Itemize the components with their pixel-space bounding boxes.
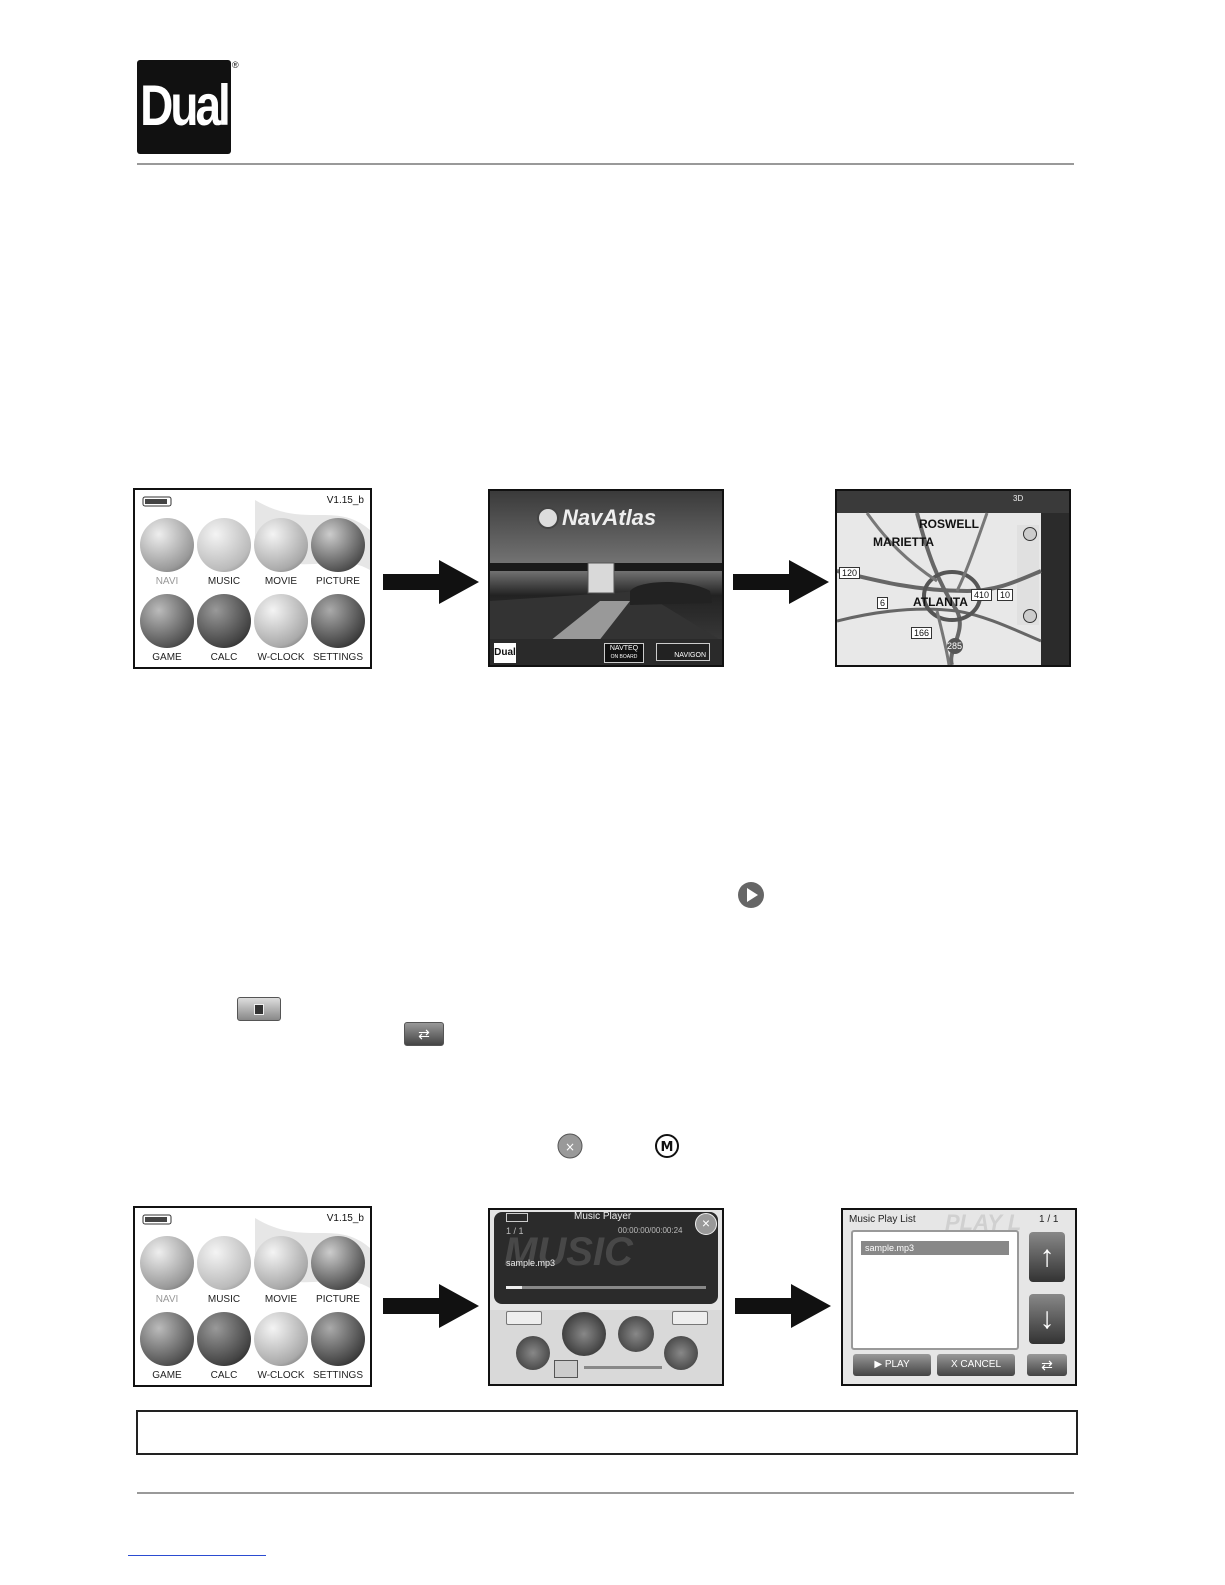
link-underline[interactable] [128,1555,266,1556]
cancel-button[interactable]: X CANCEL [937,1354,1015,1376]
arrow-right-icon [735,1284,831,1328]
music-watermark: MUSIC [504,1230,633,1274]
battery-icon [506,1213,528,1222]
world-clock-icon[interactable] [254,594,308,648]
close-button[interactable]: × [695,1213,717,1235]
track-index: 1 / 1 [506,1226,524,1236]
pause-button[interactable] [672,1311,708,1325]
zoom-in-icon[interactable] [1023,527,1037,541]
music-icon[interactable] [197,1236,251,1290]
map-screen: 3D ROSWELL MARIETTA ATLANTA 120 6 410 10… [835,489,1071,667]
repeat-button[interactable]: ⇄ [1027,1354,1067,1376]
movie-icon[interactable] [254,1236,308,1290]
track-time: 00:00:00/00:00:24 [618,1226,683,1235]
music-label: MUSIC [207,576,241,587]
header-rule [137,163,1074,165]
play-button[interactable]: ▶ PLAY [853,1354,931,1376]
arrow-right-icon [733,560,829,604]
map-place-marietta: MARIETTA [873,535,935,549]
playlist-title: Music Play List [849,1214,916,1225]
route-shield: 120 [839,567,861,579]
movie-icon[interactable] [254,518,308,572]
navatlas-dual-logo: Dual [494,643,516,663]
map-place-roswell: ROSWELL [919,517,979,531]
route-shield: 285 [947,641,963,651]
settings-label: SETTINGS [312,652,363,663]
footer-rule [137,1492,1074,1494]
route-shield: 166 [911,627,933,639]
pause-icon [237,997,281,1021]
repeat-icon: ⇄ [404,1022,444,1046]
map-place-atlanta: ATLANTA [913,595,968,609]
mode-button[interactable] [506,1311,542,1325]
scroll-up-button[interactable]: ↑ [1029,1232,1065,1282]
settings-icon[interactable] [311,1312,365,1366]
svg-text:×: × [565,1140,575,1154]
play-button[interactable] [562,1312,606,1356]
game-label: GAME [152,1370,182,1381]
menu-m-icon: M [655,1134,679,1158]
navatlas-title: NavAtlas [562,505,657,530]
play-icon [738,882,764,908]
version-label: V1.15_b [326,1213,364,1224]
arrow-right-icon [383,560,479,604]
route-shield: 410 [971,589,993,601]
navigon-badge: NAVIGON [656,643,710,661]
svg-text:M: M [661,1140,674,1155]
home-menu-screen: V1.15_b NAVI MUSIC MOVIE PICTURE GAME CA… [133,488,372,669]
home-menu-screen: V1.15_b NAVI MUSIC MOVIE PICTURE GAME CA… [133,1206,372,1387]
game-icon[interactable] [140,594,194,648]
music-label: MUSIC [207,1294,241,1305]
w-clock-label: W-CLOCK [257,1370,305,1381]
navi-icon[interactable] [140,518,194,572]
movie-label: MOVIE [264,1294,298,1305]
next-button[interactable] [664,1336,698,1370]
arrow-right-icon [383,1284,479,1328]
world-clock-icon[interactable] [254,1312,308,1366]
volume-slider[interactable] [584,1366,662,1369]
list-item[interactable]: sample.mp3 [861,1241,1009,1255]
calc-icon[interactable] [197,594,251,648]
mute-button[interactable] [554,1360,578,1378]
picture-label: PICTURE [316,1294,360,1305]
navi-label: NAVI [155,1294,179,1305]
route-shield: 10 [997,589,1014,601]
calc-label: CALC [210,652,238,663]
calc-icon[interactable] [197,1312,251,1366]
playlist-page: 1 / 1 [1039,1214,1059,1225]
dual-logo: Dual [137,60,231,154]
playlist-screen: PLAY L Music Play List 1 / 1 sample.mp3 … [841,1208,1077,1386]
settings-label: SETTINGS [312,1370,363,1381]
picture-label: PICTURE [316,576,360,587]
game-label: GAME [152,652,182,663]
music-player-screen: Music Player MUSIC 1 / 1 00:00:00/00:00:… [488,1208,724,1386]
playlist-list: sample.mp3 [851,1230,1019,1350]
close-icon: × [557,1133,583,1159]
stop-button[interactable] [618,1316,654,1352]
w-clock-label: W-CLOCK [257,652,305,663]
scroll-down-button[interactable]: ↓ [1029,1294,1065,1344]
track-filename: sample.mp3 [506,1258,556,1268]
registered-mark: ® [232,60,239,70]
picture-icon[interactable] [311,518,365,572]
navi-label: NAVI [155,576,179,587]
navi-icon[interactable] [140,1236,194,1290]
note-box [136,1410,1078,1455]
picture-icon[interactable] [311,1236,365,1290]
game-icon[interactable] [140,1312,194,1366]
version-label: V1.15_b [326,495,364,506]
previous-button[interactable] [516,1336,550,1370]
movie-label: MOVIE [264,576,298,587]
settings-icon[interactable] [311,594,365,648]
route-shield: 6 [877,597,889,609]
music-icon[interactable] [197,518,251,572]
zoom-out-icon[interactable] [1023,609,1037,623]
calc-label: CALC [210,1370,238,1381]
music-player-title: Music Player [574,1211,632,1222]
map-3d-toggle[interactable]: 3D [1013,494,1024,503]
